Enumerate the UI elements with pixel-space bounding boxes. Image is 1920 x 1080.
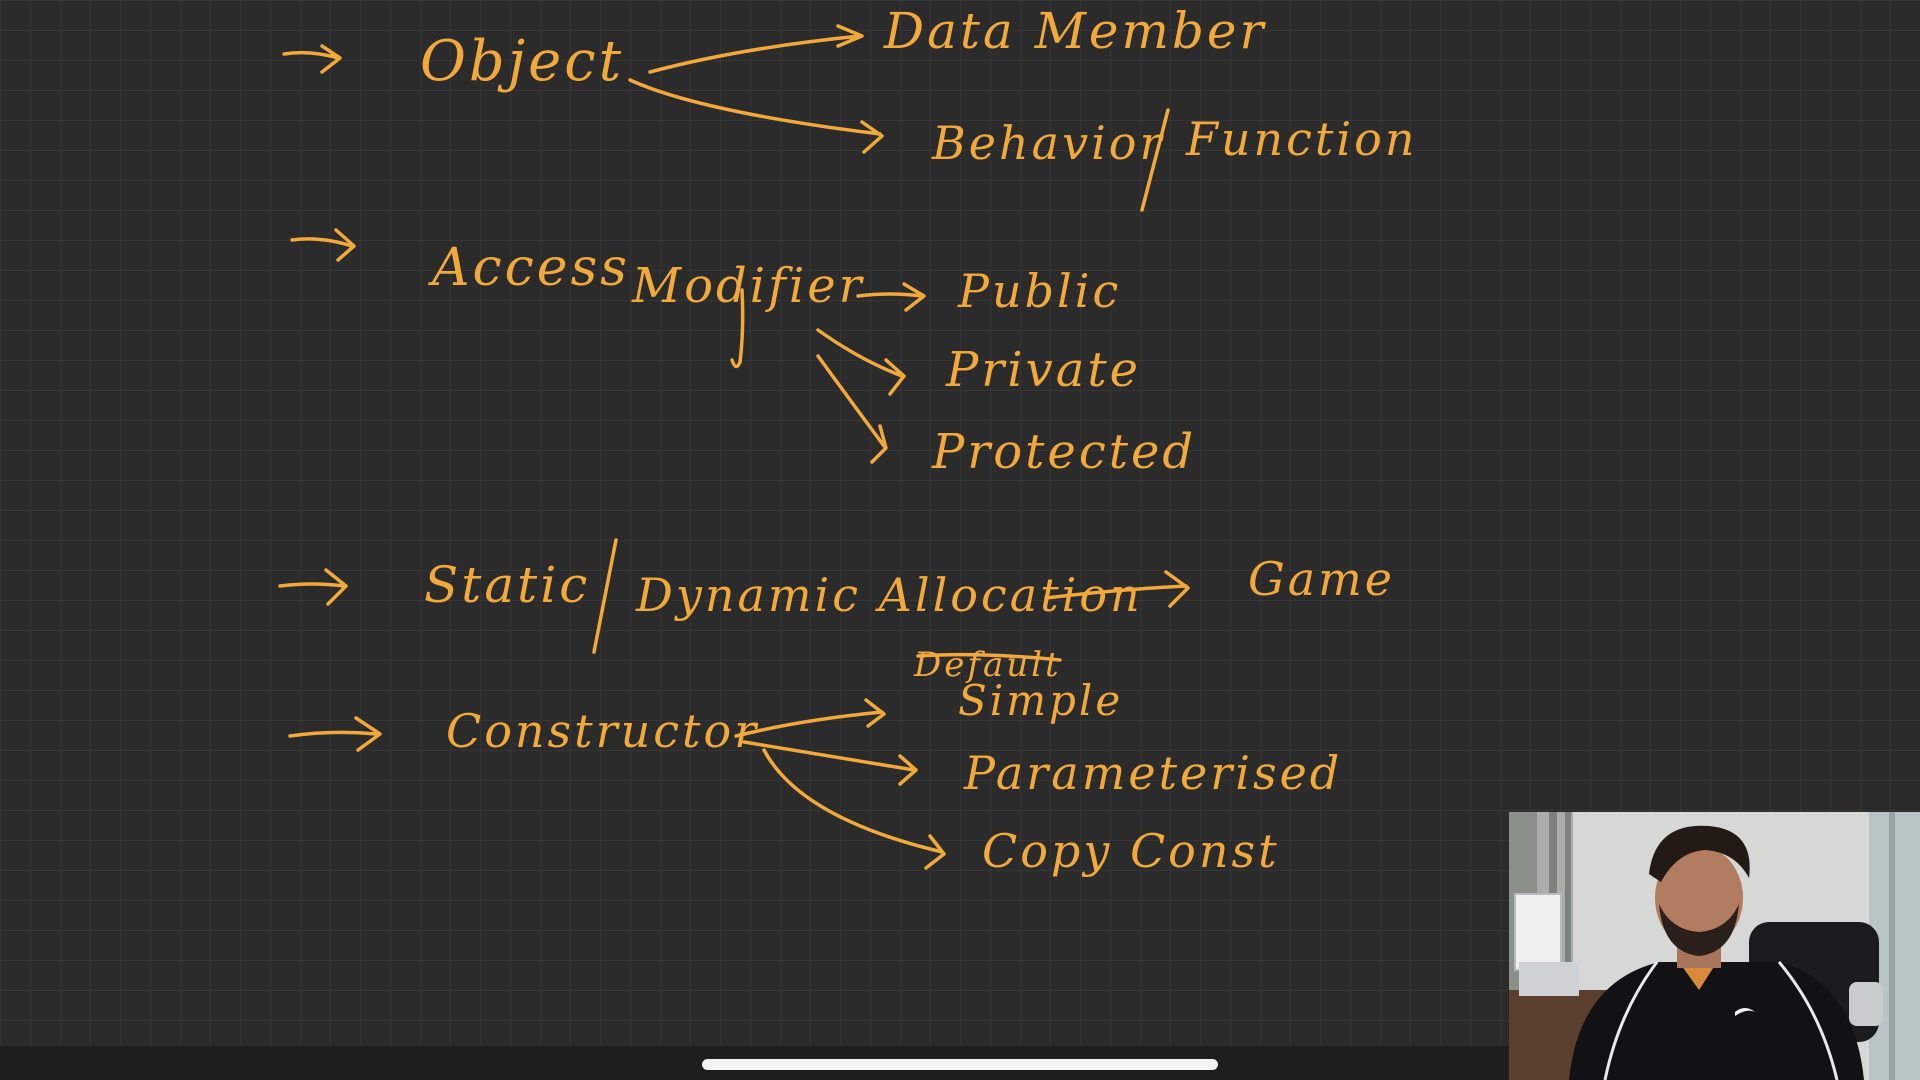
branch-arrow-icon [742, 740, 918, 786]
branch-arrow-icon [648, 24, 864, 74]
strike-through [916, 652, 1062, 662]
note-simple: Simple [958, 676, 1124, 725]
note-behavior: Behavior [932, 116, 1165, 170]
letter-descender [730, 288, 745, 369]
branch-arrow-icon [816, 354, 888, 464]
slash-separator [1140, 108, 1170, 212]
note-protected: Protected [932, 424, 1197, 480]
note-modifier: Modifier [632, 258, 865, 314]
bullet-arrow-icon [282, 44, 342, 74]
branch-arrow-icon [816, 328, 906, 396]
note-dynamic-allocation: Dynamic Allocation [636, 568, 1143, 622]
note-public: Public [958, 264, 1122, 318]
note-copy-const: Copy Const [982, 824, 1280, 878]
branch-arrow-icon [856, 282, 926, 312]
target-arrow-icon [1044, 570, 1190, 608]
note-object-title: Object [420, 29, 625, 94]
branch-arrow-icon [762, 748, 946, 870]
presenter-webcam [1509, 812, 1920, 1080]
branch-arrow-icon [734, 698, 886, 738]
note-function: Function [1186, 112, 1418, 166]
note-data-member: Data Member [884, 2, 1267, 60]
note-parameterised: Parameterised [964, 746, 1343, 800]
note-constructor: Constructor [446, 704, 760, 758]
presenter-video-icon [1509, 812, 1920, 1080]
note-game: Game [1248, 552, 1396, 606]
note-default-scratched: Default [914, 645, 1062, 685]
note-private: Private [946, 342, 1142, 398]
bullet-arrow-icon [278, 568, 348, 606]
bullet-arrow-icon [288, 716, 382, 752]
note-static: Static [424, 556, 591, 614]
note-access: Access [432, 238, 630, 298]
bullet-arrow-icon [290, 228, 356, 262]
branch-arrow-icon [628, 78, 884, 154]
slash-separator [592, 538, 618, 654]
home-indicator[interactable] [702, 1059, 1218, 1070]
